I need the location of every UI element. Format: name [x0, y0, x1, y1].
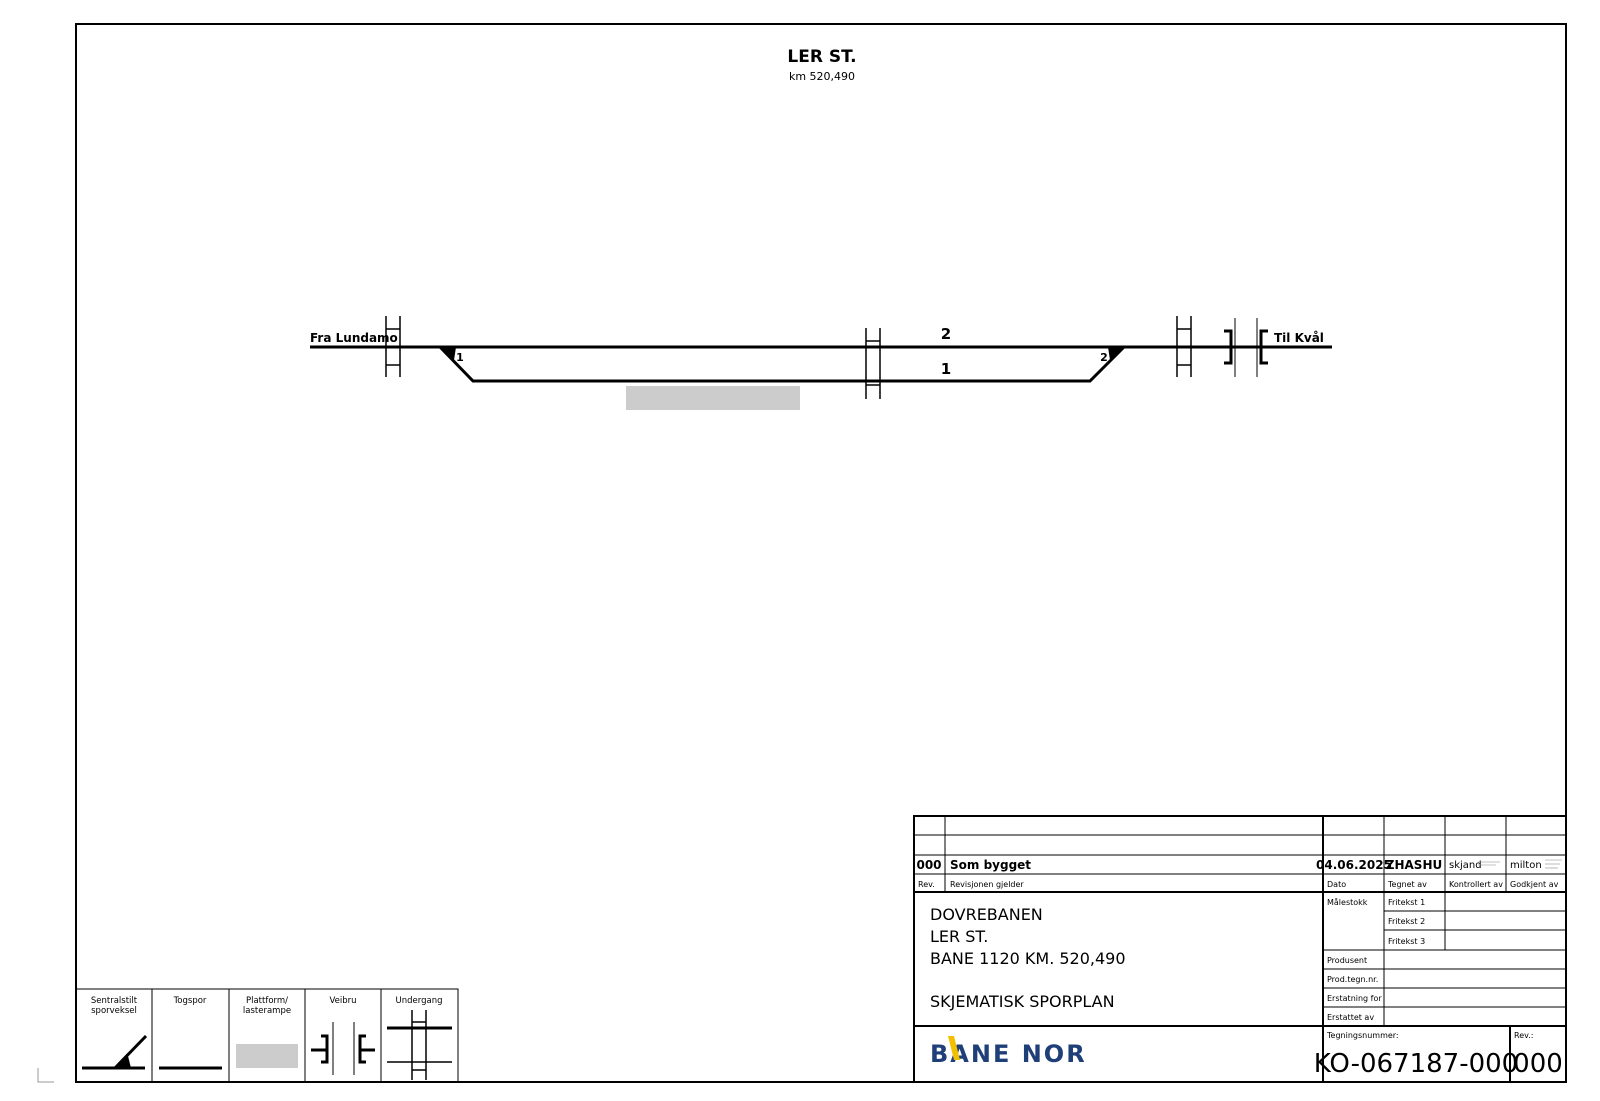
- legend: Sentralstilt sporveksel Togspor Plattfor…: [75, 988, 459, 1083]
- project-line-1: DOVREBANEN: [930, 905, 1043, 924]
- rev-checked-by: skjand: [1449, 860, 1482, 871]
- station-km: km 520,490: [789, 70, 855, 83]
- platform-symbol: [236, 1044, 298, 1068]
- track-1: [438, 345, 1126, 383]
- field-replaces: Erstatning for: [1327, 994, 1382, 1003]
- road-bridge: [1224, 318, 1268, 377]
- track-label-1: 1: [941, 360, 951, 378]
- switch-label-1: 1: [456, 351, 464, 364]
- header-checked-by: Kontrollert av: [1449, 880, 1503, 889]
- track-plan: [310, 316, 1332, 399]
- sheet-border: [75, 23, 1567, 1083]
- switch-2-marker: [1108, 347, 1124, 360]
- logo-accent: [948, 1036, 960, 1060]
- field-free3: Fritekst 3: [1388, 937, 1425, 946]
- header-drawn-by: Tegnet av: [1387, 880, 1427, 889]
- field-prod-no: Prod.tegn.nr.: [1327, 975, 1378, 984]
- field-producer: Produsent: [1327, 956, 1367, 965]
- legend-label-platform-1: Plattform/: [246, 996, 288, 1006]
- field-replaced-by: Erstattet av: [1327, 1013, 1374, 1022]
- legend-label-switch-2: sporveksel: [91, 1006, 137, 1016]
- rev-date: 04.06.2025: [1316, 858, 1392, 872]
- switch-1-marker: [440, 347, 456, 360]
- underpass-right: [1176, 316, 1192, 377]
- legend-label-switch-1: Sentralstilt: [91, 996, 138, 1006]
- project-line-4: SKJEMATISK SPORPLAN: [930, 992, 1115, 1011]
- switch-label-2: 2: [1100, 351, 1108, 364]
- field-free1: Fritekst 1: [1388, 898, 1425, 907]
- rev-drawn-by: ZHASHU: [1386, 858, 1442, 872]
- header-rev: Rev.: [918, 880, 935, 889]
- left-direction-label: Fra Lundamo: [310, 331, 398, 345]
- station-title: LER ST.: [787, 47, 856, 67]
- underpass-left: [385, 316, 401, 377]
- platform: [626, 386, 800, 410]
- revision-number: 000: [1513, 1049, 1563, 1079]
- road-bridge-symbol: [311, 1022, 375, 1075]
- rev-description: Som bygget: [950, 858, 1031, 872]
- field-free2: Fritekst 2: [1388, 917, 1425, 926]
- title-block: [913, 815, 1567, 1083]
- track-label-2: 2: [941, 325, 951, 343]
- switch-symbol: [82, 1034, 148, 1070]
- underpass-symbol: [387, 1010, 452, 1080]
- legend-label-platform-2: lasterampe: [243, 1006, 291, 1016]
- header-date: Dato: [1327, 880, 1346, 889]
- signature-scribbles: [1478, 859, 1562, 869]
- legend-label-underpass: Undergang: [396, 996, 443, 1006]
- header-description: Revisjonen gjelder: [950, 880, 1024, 889]
- drawing-number: KO-067187-000: [1314, 1049, 1518, 1079]
- right-direction-label: Til Kvål: [1274, 331, 1324, 345]
- field-drawing-no-label: Tegningsnummer:: [1326, 1031, 1399, 1040]
- legend-label-track: Togspor: [173, 996, 207, 1006]
- corner-mark: [37, 1068, 54, 1083]
- field-scale: Målestokk: [1327, 897, 1368, 907]
- legend-label-bridge: Veibru: [329, 996, 356, 1006]
- underpass-middle: [865, 328, 881, 399]
- bane-nor-logo: BANE NOR: [930, 1036, 1085, 1068]
- project-line-2: LER ST.: [930, 927, 988, 946]
- rev-value: 000: [916, 858, 941, 872]
- header-approved-by: Godkjent av: [1510, 880, 1559, 889]
- field-rev-label: Rev.:: [1514, 1031, 1533, 1040]
- rev-approved-by: milton: [1510, 860, 1542, 871]
- project-line-3: BANE 1120 KM. 520,490: [930, 949, 1126, 968]
